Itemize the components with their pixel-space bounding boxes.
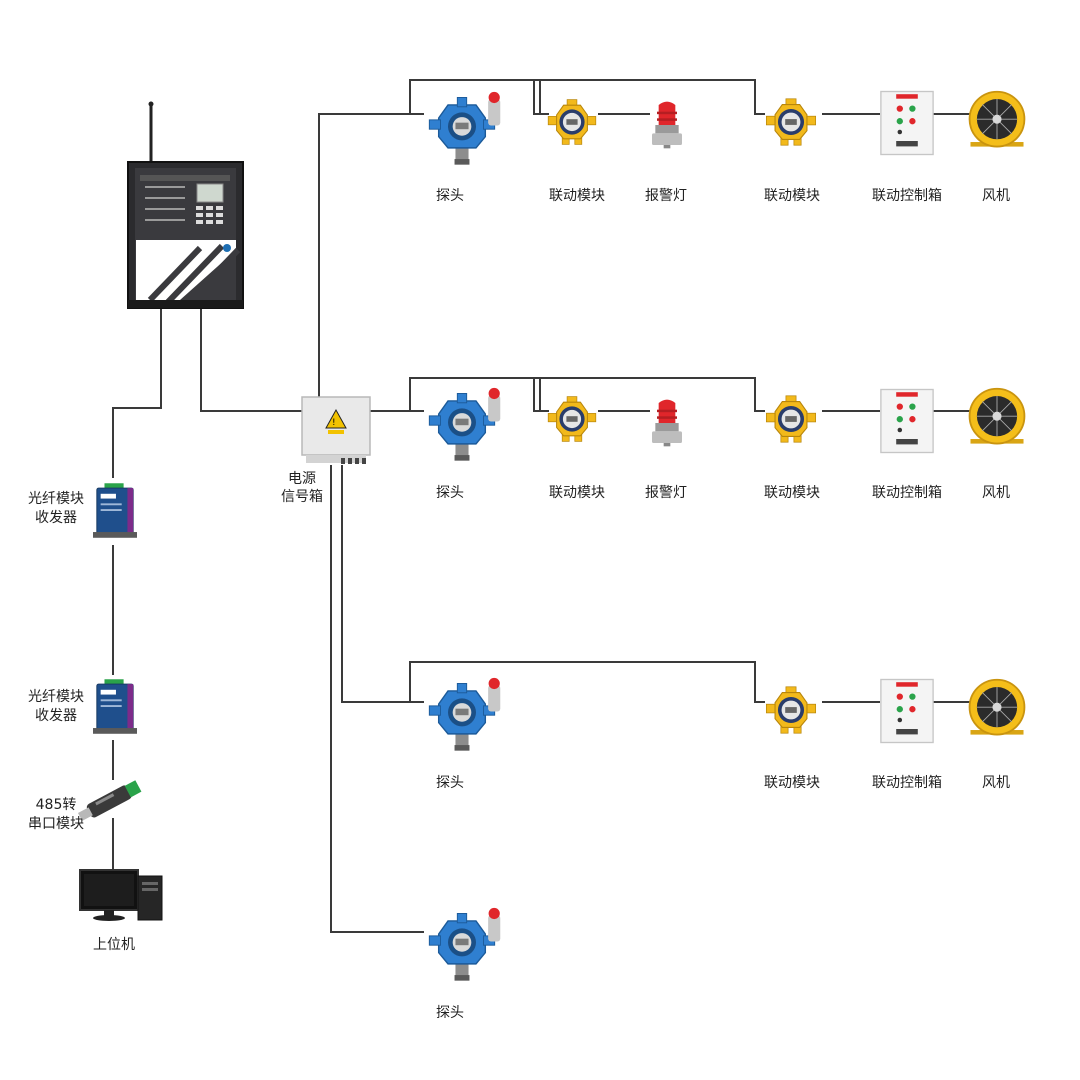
probe-label: 探头 — [436, 775, 464, 791]
usb-converter-icon — [77, 780, 142, 821]
fiber-transceiver-icon — [93, 678, 137, 735]
linkage-control-box-label: 联动控制箱 — [872, 775, 942, 791]
fan-label: 风机 — [982, 485, 1010, 501]
wire-row1-inner — [533, 80, 549, 115]
wire-controller-fiber — [112, 308, 162, 478]
wire-powerbox-row3 — [341, 465, 424, 703]
linkage-module-label: 联动模块 — [764, 775, 820, 791]
wire-row3-loop — [409, 661, 765, 703]
gas-probe-icon — [428, 91, 501, 166]
labels: 探头 联动模块 报警灯 联动模块 联动控制箱 风机 探头 联动模块 报警灯 联动… — [28, 188, 1010, 1021]
linkage-module-label: 联动模块 — [764, 485, 820, 501]
linkage-control-box-label: 联动控制箱 — [872, 485, 942, 501]
wiring — [112, 79, 970, 933]
gas-probe-icon — [428, 907, 501, 982]
control-box-icon — [880, 678, 934, 744]
fan-label: 风机 — [982, 188, 1010, 204]
fiber-transceiver-icon — [93, 482, 137, 539]
fiber-label-line2: 收发器 — [35, 510, 77, 526]
alarm-lamp-label: 报警灯 — [645, 188, 687, 204]
probe-label: 探头 — [436, 485, 464, 501]
fiber-label-line2: 收发器 — [35, 708, 77, 724]
converter-label-line1: 485转 — [36, 797, 77, 813]
wire-controller-powerbox — [200, 308, 302, 412]
wire-row2-loop — [409, 377, 765, 412]
linkage-module-icon — [765, 395, 817, 443]
power-signal-box-icon: ! — [301, 396, 371, 464]
alarm-lamp-label: 报警灯 — [645, 485, 687, 501]
linkage-control-box-label: 联动控制箱 — [872, 188, 942, 204]
power-box-label-line1: 电源 — [288, 471, 316, 487]
gas-probe-icon — [428, 387, 501, 462]
wire-row1-loop — [409, 79, 765, 115]
computer-icon — [79, 869, 163, 921]
gas-alarm-controller-icon — [127, 101, 244, 309]
wire-row2-inner — [533, 378, 549, 412]
wire-powerbox-row1 — [318, 113, 424, 397]
power-box-label-line2: 信号箱 — [281, 489, 323, 505]
control-box-icon — [880, 90, 934, 156]
fiber-label-line1: 光纤模块 — [28, 689, 84, 705]
fiber-label-line1: 光纤模块 — [28, 491, 84, 507]
converter-label-line2: 串口模块 — [28, 816, 84, 832]
fan-icon — [968, 387, 1026, 445]
linkage-module-icon — [547, 98, 597, 146]
linkage-module-label: 联动模块 — [764, 188, 820, 204]
linkage-module-label: 联动模块 — [549, 485, 605, 501]
alarm-lamp-icon — [652, 101, 682, 149]
linkage-module-label: 联动模块 — [549, 188, 605, 204]
wire-powerbox-row4 — [330, 465, 424, 933]
linkage-module-icon — [765, 686, 817, 734]
linkage-module-icon — [765, 98, 817, 146]
probe-label: 探头 — [436, 188, 464, 204]
probe-label: 探头 — [436, 1005, 464, 1021]
fan-label: 风机 — [982, 775, 1010, 791]
fan-icon — [968, 90, 1026, 148]
alarm-lamp-icon — [652, 399, 682, 447]
control-box-icon — [880, 388, 934, 454]
linkage-module-icon — [547, 395, 597, 443]
gas-probe-icon — [428, 677, 501, 752]
fan-icon — [968, 678, 1026, 736]
svg-text:!: ! — [332, 418, 336, 428]
host-pc-label: 上位机 — [93, 937, 135, 953]
